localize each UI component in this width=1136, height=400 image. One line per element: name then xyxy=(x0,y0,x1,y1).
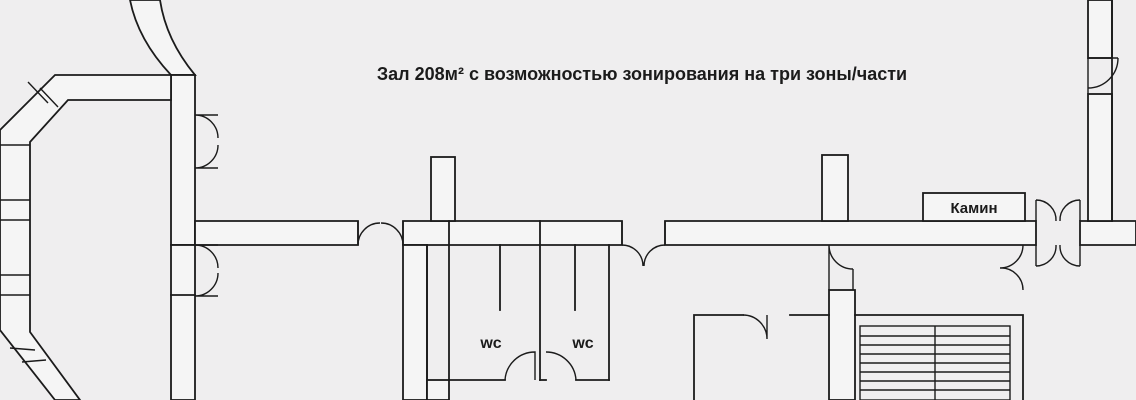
door-right-bottom-d xyxy=(1059,244,1081,267)
hall-bottom-wall-end xyxy=(1079,220,1136,246)
door-hall-center-left xyxy=(357,221,404,246)
bay-window-segments xyxy=(0,81,59,363)
stair-outline xyxy=(854,314,1024,400)
wc-block-left-wall xyxy=(402,244,428,400)
hall-label: Зал 208м² с возможностью зонирования на … xyxy=(377,64,907,84)
column-upper-right xyxy=(821,154,849,222)
hall-right-wall-lower xyxy=(1087,93,1113,222)
door-stair-right xyxy=(999,244,1024,291)
column-lower-right xyxy=(828,289,856,400)
fireplace xyxy=(922,192,1026,222)
door-right-bottom-b xyxy=(1059,199,1081,222)
hall-left-wall xyxy=(170,74,196,246)
door-right-bottom-c xyxy=(1035,244,1057,267)
side-room-door xyxy=(742,314,768,340)
stairs xyxy=(859,325,1011,400)
wc-label-left: wc xyxy=(479,335,501,352)
door-stair-left xyxy=(828,244,854,290)
hall-bottom-wall-mid xyxy=(402,220,623,246)
side-room-top-left xyxy=(693,314,744,400)
door-corridor-left xyxy=(194,244,219,297)
door-hall-center xyxy=(621,221,666,267)
bay-window-wall xyxy=(0,74,172,400)
hall-bottom-wall-right xyxy=(664,220,1037,246)
door-hall-left xyxy=(194,114,219,169)
wc-door-b xyxy=(545,351,577,381)
wc-door-a xyxy=(504,351,536,381)
column-upper-left xyxy=(430,156,456,222)
fireplace-label: Камин xyxy=(950,200,997,217)
door-right-bottom-a xyxy=(1035,199,1057,222)
wc-label-right: wc xyxy=(571,335,593,352)
corridor-left-wall xyxy=(170,244,196,400)
hall-bottom-wall xyxy=(194,220,359,246)
door-right-upper xyxy=(1087,57,1119,94)
hall-right-wall-upper xyxy=(1087,0,1113,59)
wc-lower-block xyxy=(426,379,450,400)
